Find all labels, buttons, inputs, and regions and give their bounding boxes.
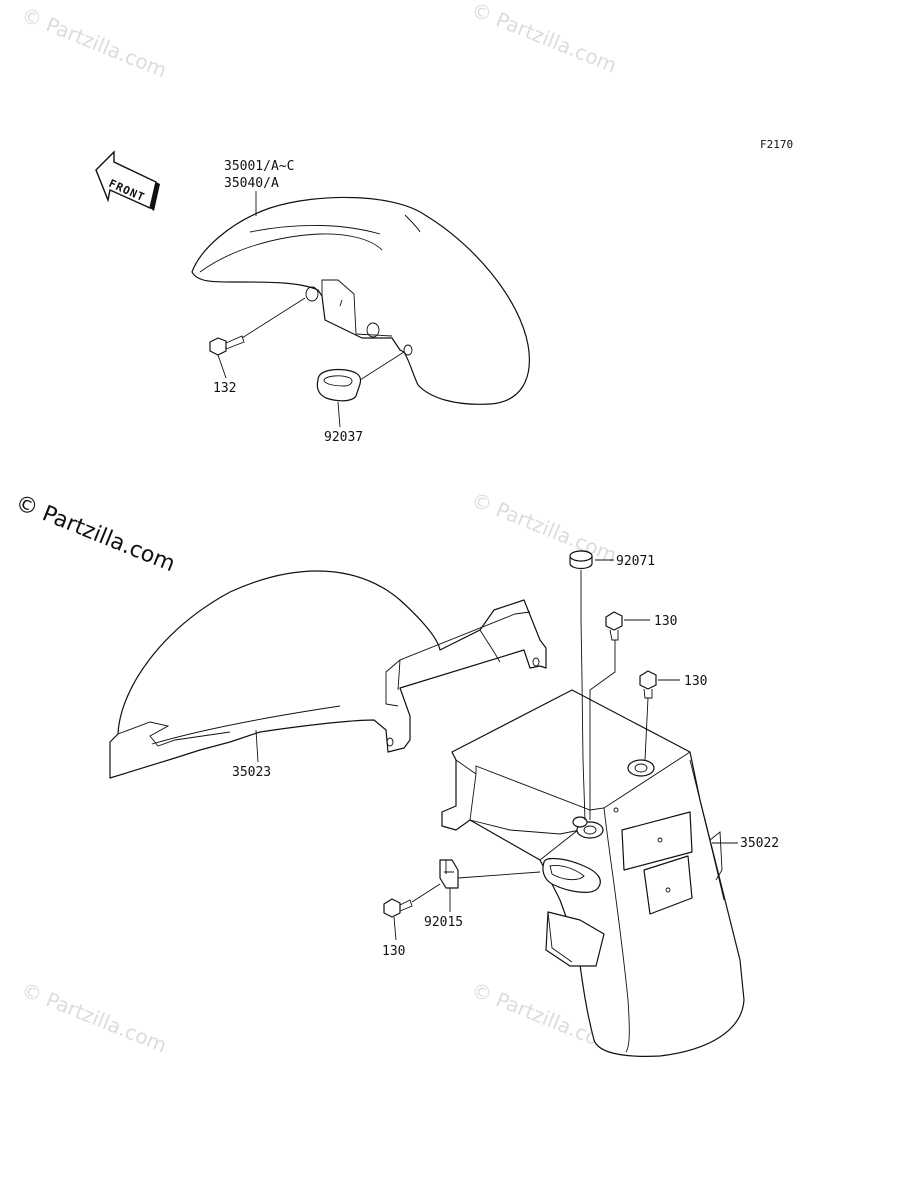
label-35001: 35001/A~C: [224, 159, 294, 174]
label-132: 132: [213, 381, 236, 396]
label-92015: 92015: [424, 915, 463, 930]
cable-guide-92037: [316, 351, 405, 402]
rear-fender-35022: [441, 689, 745, 1057]
watermark-group: © Partzilla.com © Partzilla.com © Partzi…: [12, 0, 620, 1057]
watermark-bottom-left: © Partzilla.com: [18, 977, 170, 1057]
watermark-top-right: © Partzilla.com: [468, 0, 620, 77]
cap-92071: [569, 550, 614, 821]
label-130-upper-1: 130: [654, 614, 677, 629]
label-92071: 92071: [616, 554, 655, 569]
label-35022: 35022: [740, 836, 779, 851]
rear-flap-35023: [109, 570, 547, 779]
label-35023: 35023: [232, 765, 271, 780]
bolt-130-upper-2: [639, 670, 680, 761]
bolt-130-upper-1: [589, 611, 650, 820]
label-92037: 92037: [324, 430, 363, 445]
bolt-132: [209, 297, 306, 356]
figure-id: F2170: [760, 138, 793, 151]
front-arrow-icon: FRONT: [95, 150, 160, 211]
clip-92015: [439, 859, 541, 912]
watermark-middle-right: © Partzilla.com: [468, 487, 620, 567]
watermark-top-left: © Partzilla.com: [18, 2, 170, 82]
front-fender: [191, 196, 530, 405]
label-130-upper-2: 130: [684, 674, 707, 689]
watermark-large: © Partzilla.com: [12, 490, 179, 577]
label-35040: 35040/A: [224, 176, 279, 191]
bolt-130-lower: [383, 883, 441, 941]
label-130-lower: 130: [382, 944, 405, 959]
